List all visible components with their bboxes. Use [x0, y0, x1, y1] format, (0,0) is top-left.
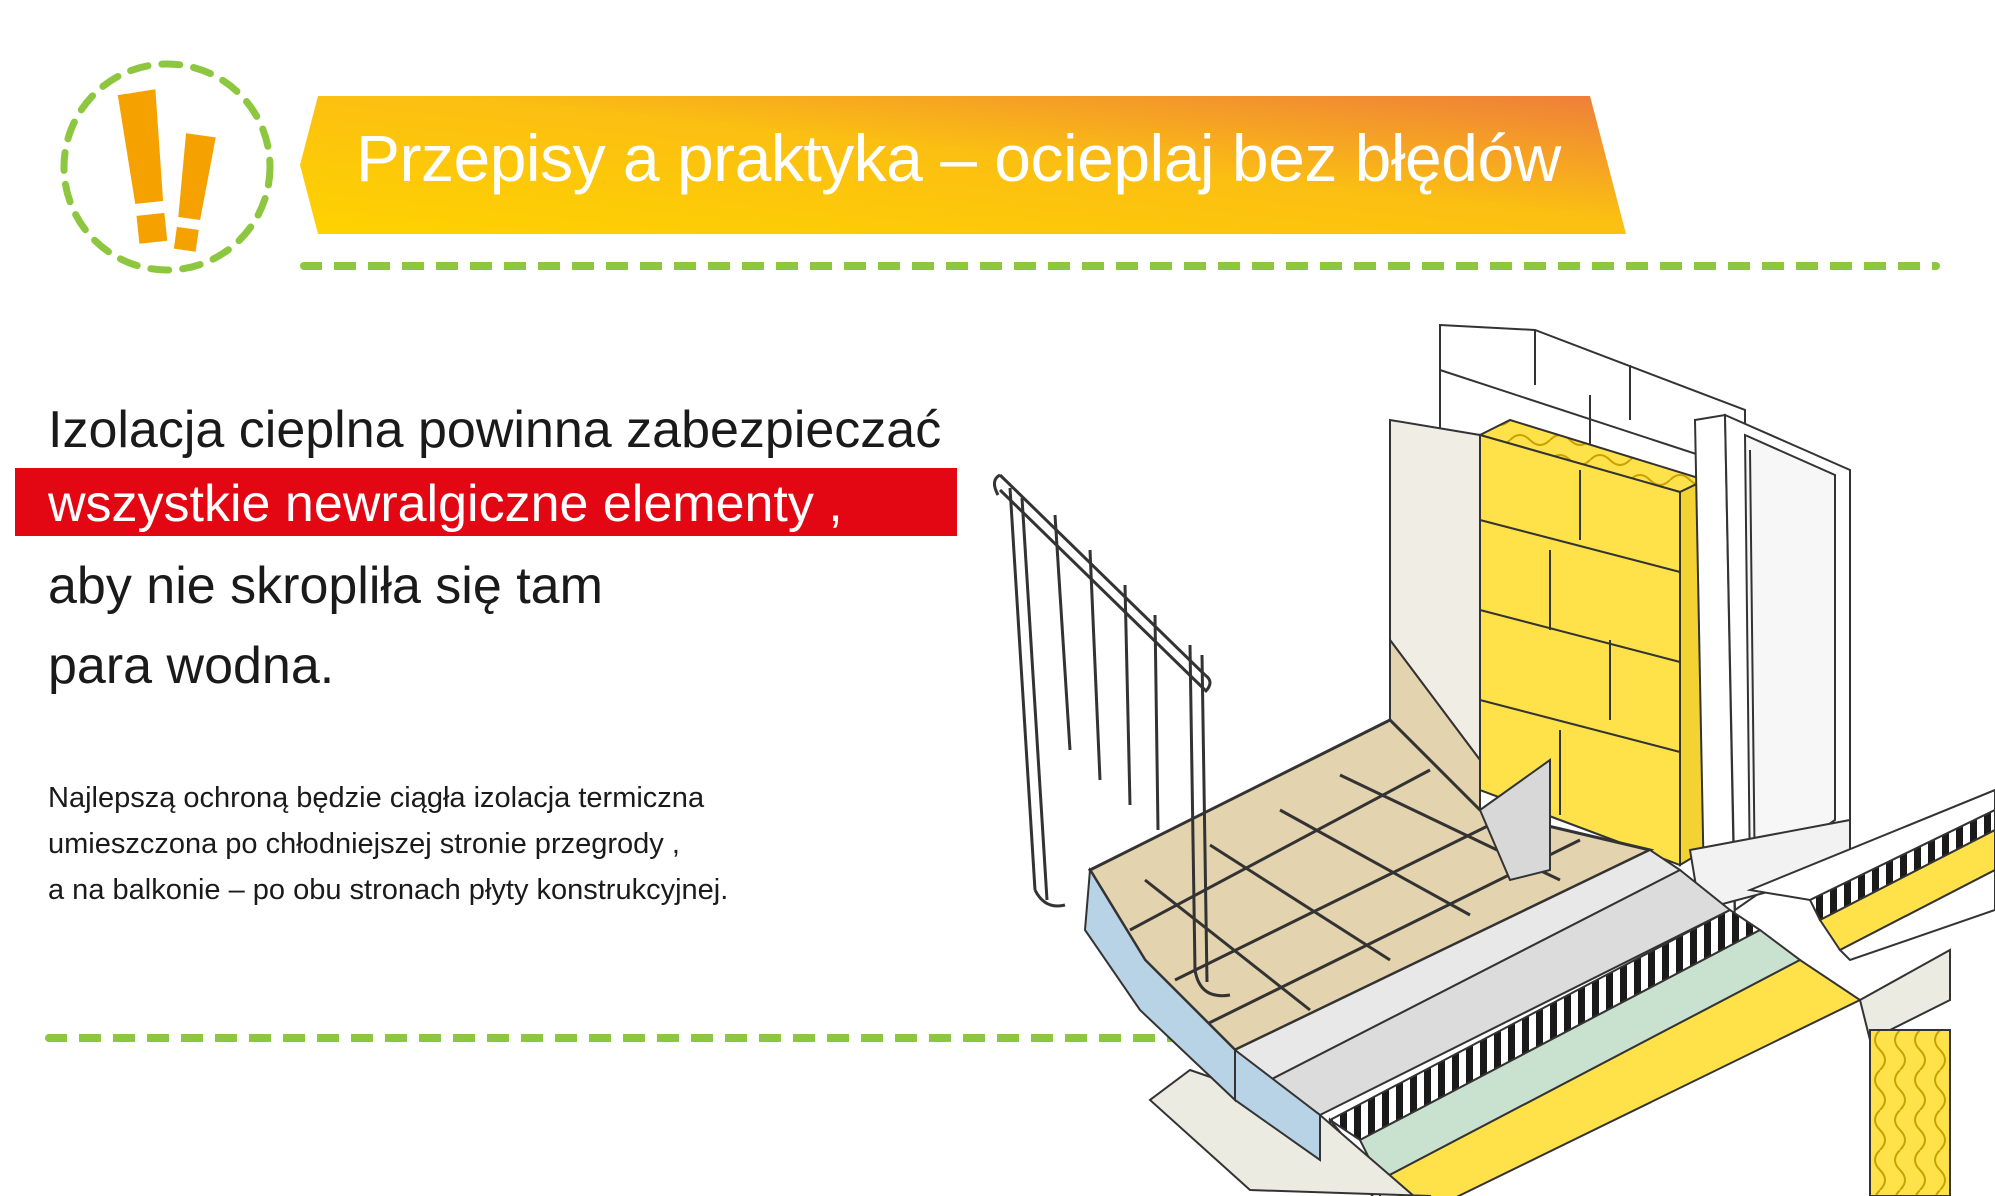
bottom-divider [45, 1034, 1207, 1042]
balcony-insulation-cross-section-icon [993, 323, 1995, 1196]
headline-line-1: Izolacja cieplna powinna zabezpieczać [48, 401, 942, 459]
body-line-1: Najlepszą ochroną będzie ciągła izolacja… [48, 782, 705, 814]
balcony-edge [1083, 866, 1321, 1162]
headline-line-3: aby nie skropliła się tam [48, 557, 603, 615]
double-exclamation-icon [60, 60, 274, 274]
balcony-insulation [1328, 908, 1863, 1196]
waterproofing-layers [1233, 758, 1732, 1117]
interior-floor-slab [1746, 788, 1995, 962]
headline-highlight-bar [15, 468, 957, 536]
headline-line-4: para wodna. [48, 637, 335, 695]
headline-line-2-highlight: wszystkie newralgiczne elementy , [48, 475, 843, 533]
page-title: Przepisy a praktyka – ocieplaj bez błędó… [356, 121, 1561, 195]
window-frame [1688, 413, 1851, 942]
balcony-railing [993, 473, 1231, 998]
title-banner [300, 96, 1626, 234]
top-divider [300, 262, 1940, 270]
body-line-2: umieszczona po chłodniejszej stronie prz… [48, 828, 680, 860]
body-line-3: a na balkonie – po obu stronach płyty ko… [48, 874, 729, 906]
